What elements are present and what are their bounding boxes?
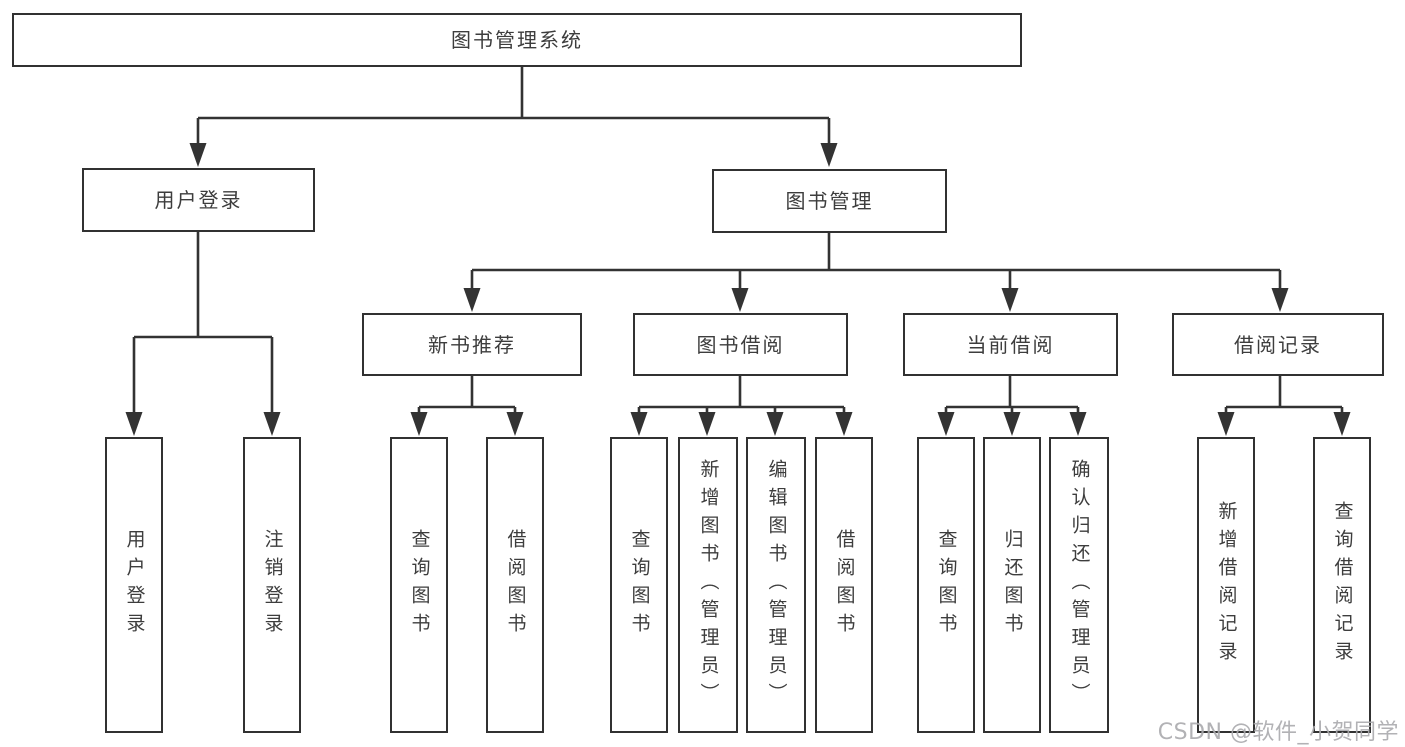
- leaf-query-books-borrow: 查询图书: [610, 437, 668, 733]
- leaf-add-books-admin-label: 新增图书（管理员）: [697, 459, 720, 711]
- leaf-edit-books-admin: 编辑图书（管理员）: [746, 437, 806, 733]
- leaf-add-books-admin: 新增图书（管理员）: [678, 437, 738, 733]
- node-borrow-record: 借阅记录: [1172, 313, 1384, 376]
- leaf-add-borrow-record-label: 新增借阅记录: [1215, 501, 1238, 669]
- node-book-management-label: 图书管理: [785, 189, 874, 213]
- leaf-confirm-return-admin: 确认归还（管理员）: [1049, 437, 1109, 733]
- leaf-borrow-books-recommend-label: 借阅图书: [504, 529, 527, 641]
- leaf-query-borrow-record-label: 查询借阅记录: [1331, 501, 1354, 669]
- leaf-query-books-current-label: 查询图书: [935, 529, 958, 641]
- leaf-confirm-return-admin-label: 确认归还（管理员）: [1068, 459, 1091, 711]
- leaf-user-login: 用户登录: [105, 437, 163, 733]
- node-current-borrow: 当前借阅: [903, 313, 1118, 376]
- leaf-query-books-recommend-label: 查询图书: [408, 529, 431, 641]
- node-current-borrow-label: 当前借阅: [966, 332, 1055, 357]
- leaf-query-borrow-record: 查询借阅记录: [1313, 437, 1371, 733]
- leaf-borrow-books: 借阅图书: [815, 437, 873, 733]
- node-borrow-record-label: 借阅记录: [1234, 332, 1322, 357]
- arrowheads: [125, 143, 1351, 436]
- node-user-login: 用户登录: [82, 168, 315, 232]
- node-new-book-recommend: 新书推荐: [362, 313, 582, 376]
- leaf-query-books-recommend: 查询图书: [390, 437, 448, 733]
- leaf-query-books-borrow-label: 查询图书: [628, 529, 651, 641]
- leaf-logout-label: 注销登录: [261, 529, 284, 641]
- leaf-edit-books-admin-label: 编辑图书（管理员）: [765, 459, 788, 711]
- leaf-query-books-current: 查询图书: [917, 437, 975, 733]
- leaf-return-books-label: 归还图书: [1001, 529, 1024, 641]
- node-user-login-label: 用户登录: [154, 188, 243, 212]
- leaf-add-borrow-record: 新增借阅记录: [1197, 437, 1255, 733]
- node-book-management: 图书管理: [712, 169, 947, 233]
- node-book-borrow: 图书借阅: [633, 313, 848, 376]
- leaf-borrow-books-label: 借阅图书: [833, 529, 856, 641]
- node-book-borrow-label: 图书借阅: [696, 332, 785, 357]
- leaf-logout: 注销登录: [243, 437, 301, 733]
- leaf-borrow-books-recommend: 借阅图书: [486, 437, 544, 733]
- node-root-label: 图书管理系统: [451, 28, 583, 52]
- node-root-system: 图书管理系统: [12, 13, 1022, 67]
- csdn-watermark: CSDN @软件_小贺同学: [1157, 720, 1399, 745]
- leaf-user-login-label: 用户登录: [123, 529, 146, 641]
- leaf-return-books: 归还图书: [983, 437, 1041, 733]
- node-new-book-recommend-label: 新书推荐: [428, 332, 516, 357]
